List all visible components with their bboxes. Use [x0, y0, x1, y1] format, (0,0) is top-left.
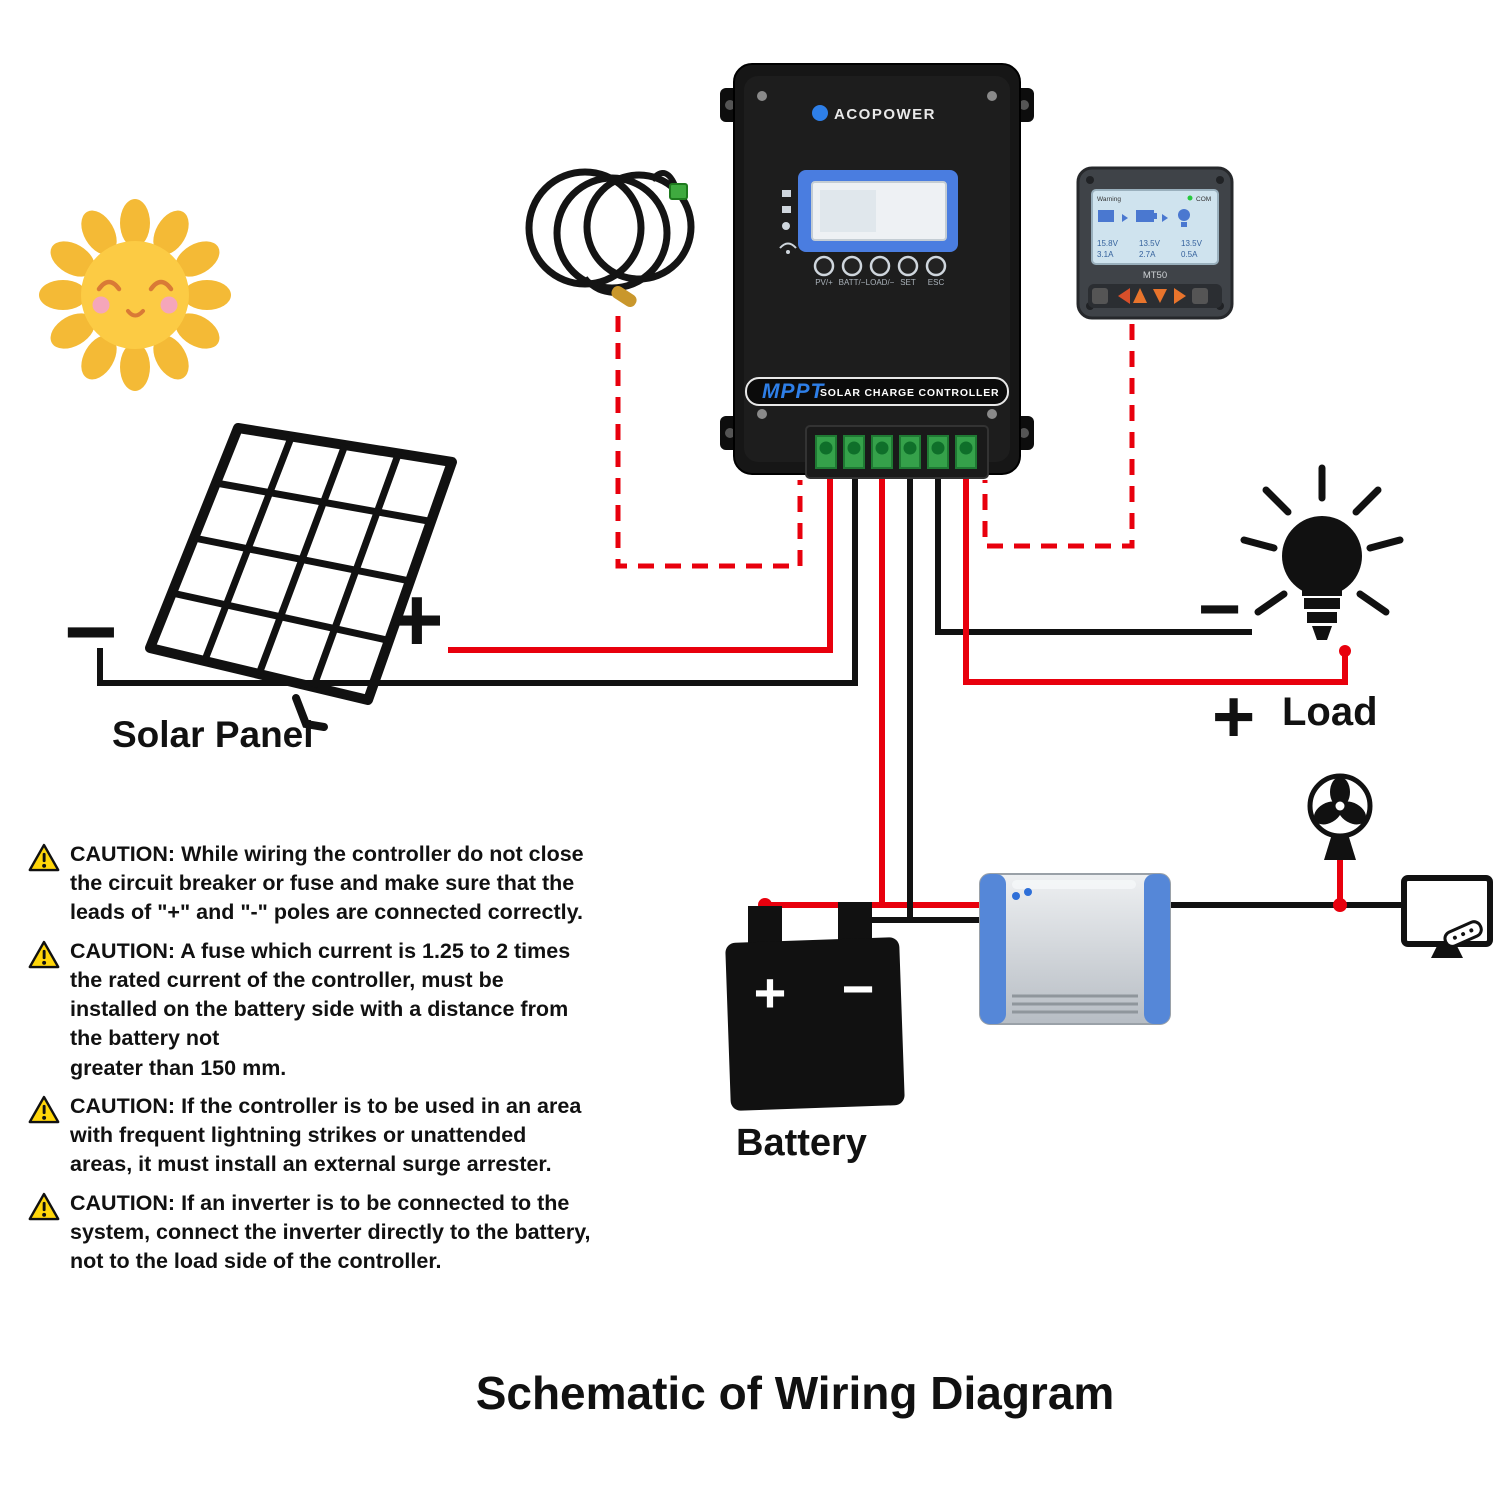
mt50-buttons: [1088, 284, 1222, 308]
bulb-icon: [1240, 464, 1404, 640]
svg-text:3.1A: 3.1A: [1097, 250, 1114, 259]
caution-list: CAUTION: While wiring the controller do …: [28, 840, 718, 1276]
warning-icon: [28, 1192, 60, 1220]
controller-banner: MPPT SOLAR CHARGE CONTROLLER: [745, 377, 1009, 406]
caution-item: CAUTION: If an inverter is to be connect…: [28, 1189, 718, 1277]
mt50-readings: 15.8V 3.1A 13.5V 2.7A 13.5V 0.5A: [1097, 239, 1203, 259]
svg-text:13.5V: 13.5V: [1181, 239, 1203, 248]
mppt-label: MPPT: [762, 380, 826, 403]
diagram-title: Schematic of Wiring Diagram: [475, 1367, 1115, 1419]
load-minus-sign: −: [1198, 567, 1242, 650]
caution-item: CAUTION: A fuse which current is 1.25 to…: [28, 937, 718, 1083]
battery-label: Battery: [736, 1122, 867, 1164]
caution-item: CAUTION: While wiring the controller do …: [28, 840, 718, 928]
controller-screen: [779, 170, 958, 254]
load-positive-wire: [963, 478, 1348, 685]
svg-text:13.5V: 13.5V: [1139, 239, 1161, 248]
load-negative-wire: [935, 478, 1252, 635]
button-label-pv: PV/+: [815, 278, 833, 287]
fan-icon: [1307, 773, 1373, 860]
controller-terminals: [805, 425, 989, 479]
solar-panel-minus-sign: −: [64, 581, 118, 683]
temp-sensor-cable-icon: [525, 168, 695, 308]
svg-text:15.8V: 15.8V: [1097, 239, 1119, 248]
remote-control-icon: [1443, 920, 1483, 948]
pv-negative-wire: [97, 478, 858, 686]
solar-panel-plus-sign: +: [390, 569, 444, 671]
battery-positive-wire: [762, 478, 984, 944]
battery-icon: + −: [725, 902, 905, 1111]
caution-text: CAUTION: A fuse which current is 1.25 to…: [70, 938, 571, 1080]
solar-panel-label: Solar Panel: [112, 714, 314, 755]
inverter-icon: [979, 873, 1171, 1025]
warning-icon: [28, 843, 60, 872]
button-label-load: LOAD/−: [866, 278, 895, 287]
charge-controller: ACOPOWER PV/+ BATT/− LOAD/−: [720, 63, 1034, 479]
load-plus-sign: +: [1212, 675, 1256, 758]
solar-panel-icon: [145, 423, 457, 731]
caution-text: CAUTION: If the controller is to be used…: [70, 1093, 582, 1177]
load-label: Load: [1282, 690, 1378, 734]
sun-icon: [39, 199, 231, 391]
mt50-com-label: COM: [1196, 196, 1211, 203]
controller-brand-text: ACOPOWER: [834, 106, 936, 123]
remote-dashed-wire: [982, 324, 1135, 549]
battery-minus-sign: −: [842, 957, 875, 1020]
button-label-set: SET: [900, 278, 916, 287]
mt50-model-label: MT50: [1143, 270, 1167, 281]
remote-meter-mt50: Warning COM 15.8V 3.1A 13.5V 2.7A 13.5V …: [1076, 166, 1234, 320]
mt50-warning-label: Warning: [1097, 196, 1121, 203]
caution-text: CAUTION: If an inverter is to be connect…: [70, 1190, 591, 1274]
warning-icon: [28, 940, 60, 968]
battery-plus-sign: +: [754, 961, 787, 1024]
sensor-dashed-wire: [615, 316, 803, 569]
mt50-flow-icons: [1098, 209, 1190, 227]
svg-text:0.5A: 0.5A: [1181, 250, 1198, 259]
controller-buttons: PV/+ BATT/− LOAD/− SET ESC: [813, 255, 947, 287]
button-label-batt: BATT/−: [839, 278, 866, 287]
com-led: [1187, 195, 1193, 201]
controller-logo: ACOPOWER: [812, 105, 936, 123]
button-label-esc: ESC: [928, 278, 945, 287]
caution-item: CAUTION: If the controller is to be used…: [28, 1092, 718, 1180]
svg-text:2.7A: 2.7A: [1139, 250, 1156, 259]
pv-positive-wire: [448, 478, 833, 653]
monitor-icon: [1401, 875, 1493, 958]
banner-text: SOLAR CHARGE CONTROLLER: [820, 387, 999, 399]
warning-icon: [28, 1095, 60, 1124]
caution-text: CAUTION: While wiring the controller do …: [70, 842, 584, 925]
